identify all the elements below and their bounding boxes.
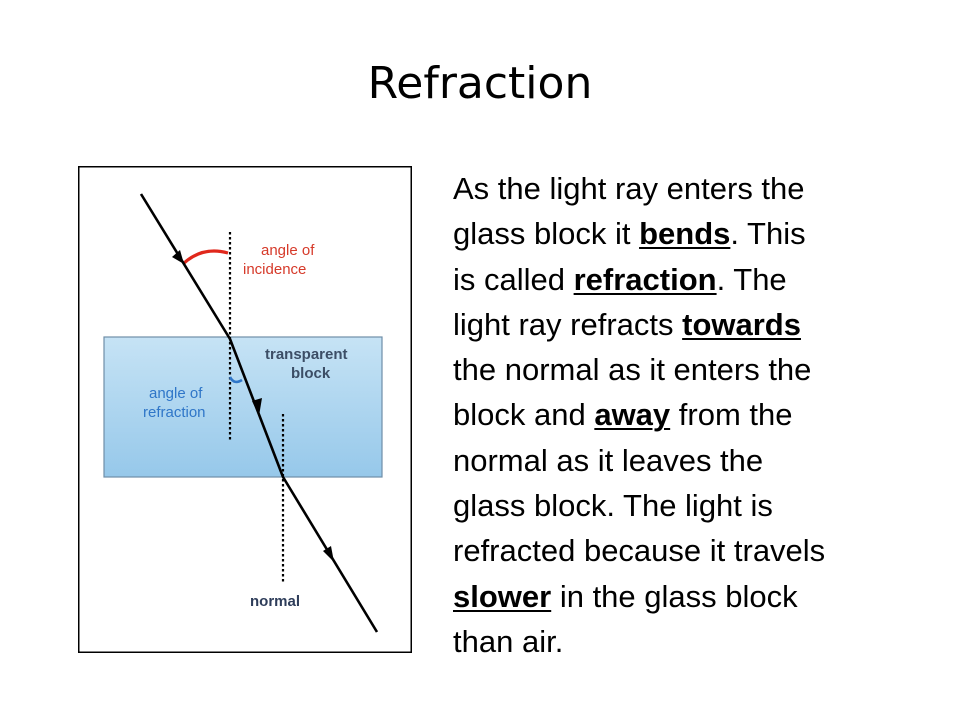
angle-of-refraction-arc [228,376,243,384]
text-line: glass block. The light is [453,483,933,528]
text-line: normal as it leaves the [453,438,933,483]
text-segment: As the light ray enters the [453,171,805,206]
text-line: than air. [453,619,933,664]
ray-arrow-emergent [323,546,334,562]
text-line: the normal as it enters the [453,347,933,392]
key-term: away [594,397,671,433]
label-angle-of-refraction-line2: refraction [143,404,206,421]
label-normal: normal [250,593,300,610]
text-segment: the normal as it enters the [453,352,812,388]
label-angle-of-refraction-line1: angle of [149,385,203,402]
text-segment: in the glass block [551,578,798,614]
label-angle-of-incidence-line2: incidence [243,261,306,278]
slide-title: Refraction [367,58,593,109]
text-line: block and away from the [453,392,933,437]
key-term: bends [639,216,731,252]
text-segment: glass block. The light is [453,488,773,524]
text-segment: glass block it [453,216,640,252]
explanation-text: As the light ray enters the glass block i… [453,166,933,664]
key-term: towards [682,306,801,342]
label-angle-of-incidence: angle of incidence [243,242,319,278]
key-term: refraction [573,261,717,297]
text-line: slower in the glass block [453,574,933,619]
text-line: light ray refracts towards [453,302,933,347]
label-transparent-block-line2: block [291,365,331,382]
label-angle-of-incidence-line1: angle of [261,242,315,259]
key-term: slower [453,578,552,614]
text-line: refracted because it travels [453,528,933,573]
text-segment: refracted because it travels [453,533,826,569]
ray-arrow-refracted [252,398,262,416]
refraction-diagram: angle of incidence transparent block ang… [78,166,412,653]
label-angle-of-refraction: angle of refraction [143,385,207,421]
text-segment: from the [670,397,793,433]
ray-arrow-incident [172,250,184,264]
text-segment: normal as it leaves the [453,442,764,478]
text-segment: . This [730,216,806,252]
glass-block [103,336,383,478]
text-segment: is called [453,261,574,297]
text-line: As the light ray enters the [453,166,933,211]
text-line: is called refraction. The [453,257,933,302]
text-segment: light ray refracts [453,306,683,342]
label-transparent-block: transparent block [265,346,352,382]
text-segment: block and [453,397,595,433]
label-transparent-block-line1: transparent [265,346,348,363]
refraction-diagram-svg: angle of incidence transparent block ang… [78,166,412,653]
text-line: glass block it bends. This [453,211,933,256]
angle-of-incidence-arc [181,249,229,266]
text-segment: . The [716,261,787,297]
text-segment: than air. [453,623,564,659]
